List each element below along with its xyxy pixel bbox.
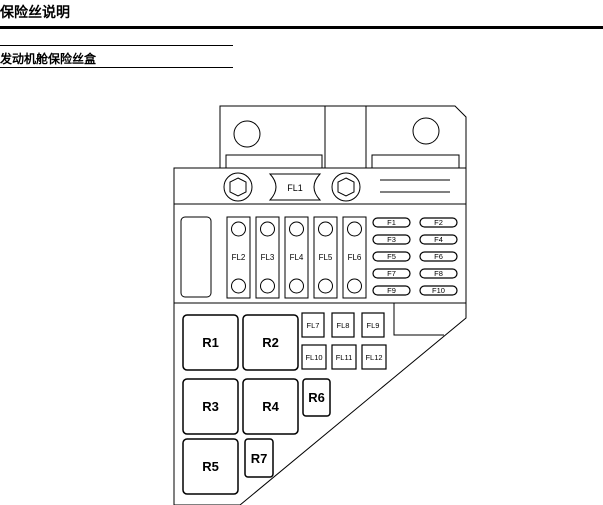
fuse-box-diagram: FL1 FL2 FL3 FL4 FL5 FL6 [173, 105, 467, 505]
fuse-link-fl5 [313, 216, 338, 299]
fuse-link-fl9 [361, 312, 385, 338]
mini-fuse-label: F10 [432, 286, 445, 295]
title-divider [0, 26, 603, 29]
fuse-link-label: FL8 [337, 321, 350, 330]
fuse-box-top-bracket [219, 105, 467, 168]
relay-r7 [244, 438, 274, 478]
mini-fuse-f5 [372, 251, 411, 262]
fuse-link-row [226, 216, 367, 299]
mini-fuse-f8 [419, 268, 458, 279]
main-fuse-label: FL1 [287, 183, 303, 193]
mini-fuse-f9 [372, 285, 411, 296]
relay-r3 [182, 378, 239, 435]
fuse-link-label: FL4 [290, 253, 304, 262]
mini-fuse-label: F6 [434, 252, 443, 261]
fuse-link-label: FL6 [348, 253, 362, 262]
mini-fuse-f4 [419, 234, 458, 245]
mini-fuse-label: F9 [387, 286, 396, 295]
mini-fuse-label: F7 [387, 269, 396, 278]
blank-slot [180, 216, 212, 298]
relay-r6 [302, 378, 331, 417]
relay-label: R6 [308, 390, 325, 405]
fuse-link-label: FL12 [365, 353, 382, 362]
fuse-link-label: FL7 [307, 321, 320, 330]
fuse-link-label: FL3 [261, 253, 275, 262]
relay-label: R1 [202, 335, 219, 350]
relay-label: R3 [202, 399, 219, 414]
relay-label: R5 [202, 459, 219, 474]
fuse-link-fl10 [301, 344, 327, 370]
page-title: 保险丝说明 [0, 5, 70, 21]
mini-fuse-f1 [372, 217, 411, 228]
terminal-strip [225, 154, 323, 169]
main-fuse-fl1 [268, 173, 322, 201]
panel-notch [393, 303, 444, 336]
mini-fuse-label: F2 [434, 218, 443, 227]
fuse-link-label: FL2 [232, 253, 246, 262]
fuse-link-fl11 [331, 344, 357, 370]
fuse-link-fl2 [226, 216, 251, 299]
fuse-link-fl3 [255, 216, 280, 299]
fuse-box-outline [173, 167, 467, 505]
mini-fuse-f10 [419, 285, 458, 296]
mini-fuse-f3 [372, 234, 411, 245]
bolt-right [331, 172, 361, 202]
section-title: 发动机舱保险丝盒 [0, 52, 97, 66]
section-divider-bottom [0, 67, 233, 68]
mini-fuse-label: F1 [387, 218, 396, 227]
fuse-link-fl7 [301, 312, 325, 338]
mini-fuse-f2 [419, 217, 458, 228]
fuse-link-fl4 [284, 216, 309, 299]
mini-fuse-label: F3 [387, 235, 396, 244]
terminal-strip [371, 154, 460, 169]
fuse-link-fl12 [361, 344, 387, 370]
bolt-nut [337, 177, 355, 197]
relay-label: R4 [262, 399, 279, 414]
mini-fuse-f7 [372, 268, 411, 279]
fuse-link-label: FL11 [336, 353, 353, 362]
mini-fuse-label: F4 [434, 235, 443, 244]
section-divider-top [0, 45, 233, 46]
mounting-hole [233, 120, 261, 148]
relay-r5 [182, 438, 239, 495]
relay-label: R2 [262, 335, 279, 350]
mini-fuse-f6 [419, 251, 458, 262]
mounting-hole [412, 117, 440, 145]
bolt-left [223, 172, 253, 202]
fuse-link-label: FL10 [305, 353, 322, 362]
fuse-link-fl8 [331, 312, 355, 338]
fuse-link-label: FL9 [367, 321, 380, 330]
relay-r2 [242, 314, 299, 371]
mini-fuse-label: F5 [387, 252, 396, 261]
relay-label: R7 [251, 451, 268, 466]
relay-r1 [182, 314, 239, 371]
mini-fuse-label: F8 [434, 269, 443, 278]
relay-r4 [242, 378, 299, 435]
fuse-link-fl6 [342, 216, 367, 299]
bolt-nut [229, 177, 247, 197]
fuse-link-label: FL5 [319, 253, 333, 262]
